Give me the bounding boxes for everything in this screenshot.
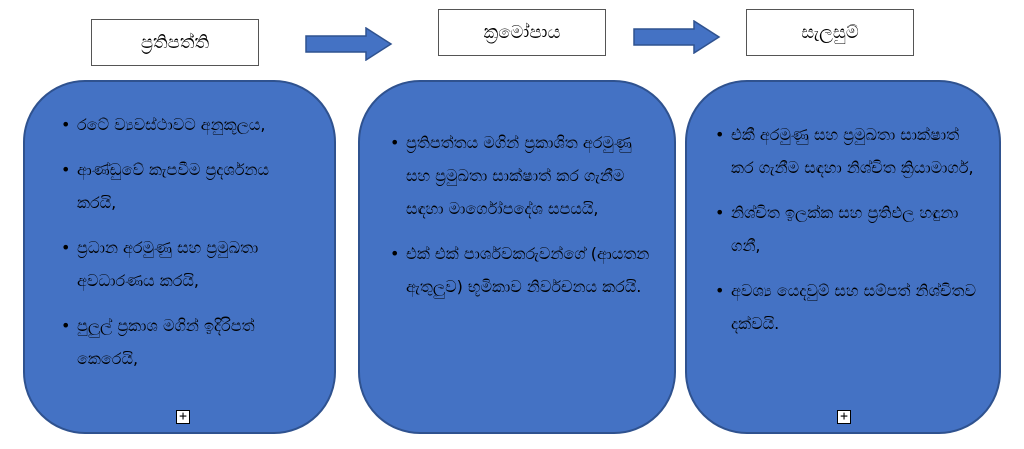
list-item-text: එකී අරමුණු සහ ප්‍රමුඛතා සාක්ෂාත් කර ගැනී…: [731, 125, 974, 177]
list-item-text: නිශ්චිත ඉලක්ක සහ ප්‍රතිඵල හඳුනා ගනී,: [731, 203, 959, 255]
list-item-text: ප්‍රතිපත්තය මගින් ප්‍රකාශිත අරමුණු සහ ප්…: [406, 133, 632, 218]
strategies-panel: • ප්‍රතිපත්තය මගින් ප්‍රකාශිත අරමුණු සහ ප…: [358, 80, 676, 434]
strategies-list: • ප්‍රතිපත්තය මගින් ප්‍රකාශිත අරමුණු සහ ප…: [390, 126, 650, 315]
expand-plus-icon[interactable]: +: [837, 410, 851, 424]
list-item: • ආණ්ඩුවේ කැපවීම ප්‍රදර්ශනය කරයි,: [61, 153, 311, 219]
bullet-icon: •: [61, 160, 71, 179]
list-item: • එක් එක් පාර්ශවකරුවන්ගේ (ආයතන ඇතුලුව) භූ…: [390, 237, 650, 303]
header-policies: ප්‍රතිපත්ති: [91, 19, 259, 66]
header-plans: සැලසුම්: [746, 9, 914, 56]
list-item-text: ප්‍රධාන අරමුණු සහ ප්‍රමුඛතා අවධාරණය කරයි…: [77, 238, 259, 290]
bullet-icon: •: [715, 203, 725, 222]
bullet-icon: •: [715, 281, 725, 300]
arrow-right-icon: [633, 20, 721, 54]
policies-panel: • රටේ ව්‍යවස්ථාවට අනුකූලය, • ආණ්ඩුවේ කැපවී…: [23, 80, 336, 434]
bullet-icon: •: [61, 115, 71, 134]
bullet-icon: •: [61, 316, 71, 335]
bullet-icon: •: [715, 125, 725, 144]
bullet-icon: •: [390, 244, 400, 263]
bullet-icon: •: [61, 238, 71, 257]
list-item: • නිශ්චිත ඉලක්ක සහ ප්‍රතිඵල හඳුනා ගනී,: [715, 196, 979, 262]
header-strategies: ක්‍රමෝපාය: [438, 9, 606, 56]
list-item: • ප්‍රතිපත්තය මගින් ප්‍රකාශිත අරමුණු සහ ප…: [390, 126, 650, 225]
list-item: • අවශ්‍ය යෙදවුම් සහ සම්පත් නිශ්චිතව දක්වය…: [715, 274, 979, 340]
plans-list: • එකී අරමුණු සහ ප්‍රමුඛතා සාක්ෂාත් කර ගැන…: [715, 118, 979, 352]
list-item: • එකී අරමුණු සහ ප්‍රමුඛතා සාක්ෂාත් කර ගැන…: [715, 118, 979, 184]
bullet-icon: •: [390, 133, 400, 152]
policies-list: • රටේ ව්‍යවස්ථාවට අනුකූලය, • ආණ්ඩුවේ කැපවී…: [61, 108, 311, 387]
list-item-text: පුලුල් ප්‍රකාශ මගින් ඉදිරිපත් කෙරෙයි,: [77, 316, 255, 368]
arrow-right-icon: [305, 27, 393, 61]
list-item-text: ආණ්ඩුවේ කැපවීම ප්‍රදර්ශනය කරයි,: [77, 160, 269, 212]
list-item-text: රටේ ව්‍යවස්ථාවට අනුකූලය,: [77, 115, 266, 134]
list-item: • රටේ ව්‍යවස්ථාවට අනුකූලය,: [61, 108, 311, 141]
list-item: • පුලුල් ප්‍රකාශ මගින් ඉදිරිපත් කෙරෙයි,: [61, 309, 311, 375]
plans-panel: • එකී අරමුණු සහ ප්‍රමුඛතා සාක්ෂාත් කර ගැන…: [685, 80, 1001, 434]
list-item-text: එක් එක් පාර්ශවකරුවන්ගේ (ආයතන ඇතුලුව) භූම…: [406, 244, 650, 296]
list-item: • ප්‍රධාන අරමුණු සහ ප්‍රමුඛතා අවධාරණය කරය…: [61, 231, 311, 297]
expand-plus-icon[interactable]: +: [176, 410, 190, 424]
list-item-text: අවශ්‍ය යෙදවුම් සහ සම්පත් නිශ්චිතව දක්වයි…: [731, 281, 976, 333]
